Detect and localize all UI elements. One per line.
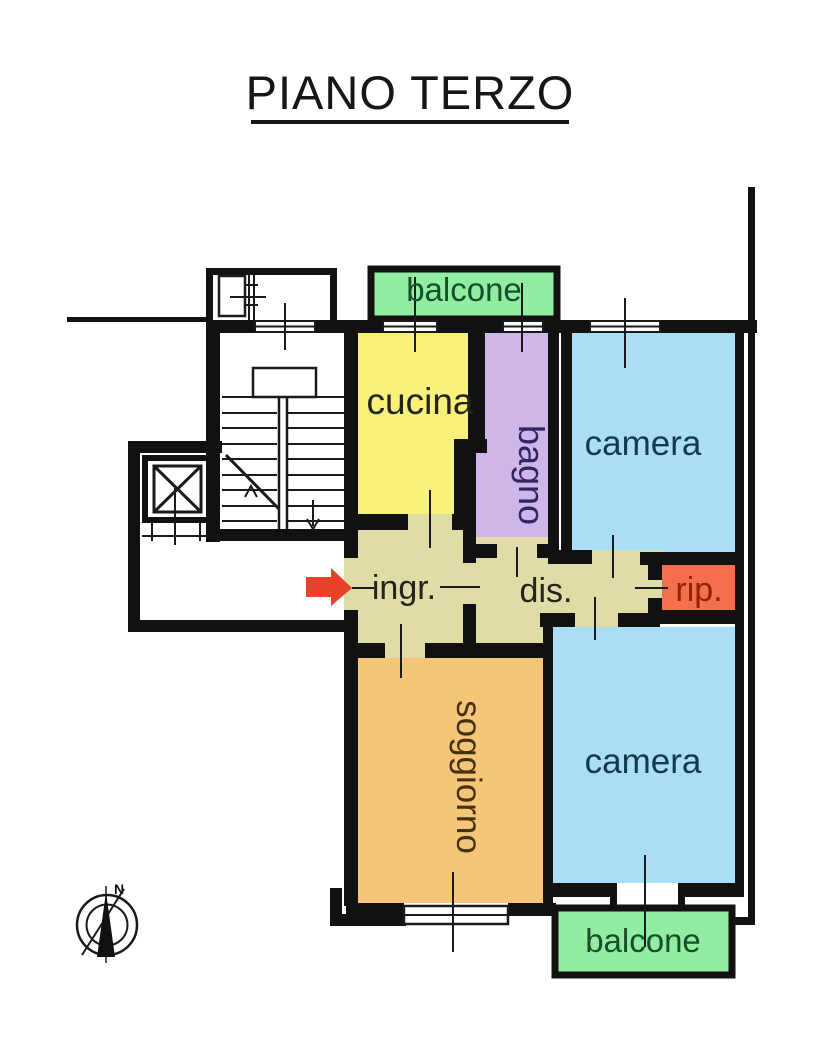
title-underline xyxy=(251,120,569,124)
stair-break-line xyxy=(224,453,281,511)
room-soggiorno xyxy=(358,658,543,903)
walls xyxy=(67,187,757,926)
compass-north-label: N xyxy=(114,881,124,897)
label-disimpegno: dis. xyxy=(520,572,573,610)
room-bagno xyxy=(476,333,548,550)
room-ingresso xyxy=(351,514,463,650)
page-title: PIANO TERZO xyxy=(246,66,575,119)
boundary-line-left xyxy=(67,317,210,322)
stair-steps-left xyxy=(222,396,277,522)
boundary-line-right xyxy=(748,187,755,925)
stair-steps-right xyxy=(288,396,344,522)
stair-down-arrow-icon xyxy=(306,518,320,531)
elevator xyxy=(142,455,212,541)
label-ingresso: ingr. xyxy=(372,569,436,607)
entrance-arrow xyxy=(306,568,374,606)
label-camera-bottom: camera xyxy=(585,742,702,781)
label-camera-top: camera xyxy=(585,424,702,463)
window-soggiorno xyxy=(402,904,510,926)
door-camera-bottom xyxy=(575,611,618,627)
door-entrance xyxy=(344,558,358,612)
room-cucina xyxy=(358,333,468,514)
dimension-ticks xyxy=(174,277,668,952)
compass-icon: N xyxy=(75,881,139,963)
label-ripostiglio: rip. xyxy=(675,571,722,609)
room-camera-top xyxy=(572,333,735,552)
entrance-arrow-icon xyxy=(306,568,352,606)
room-balcone-top xyxy=(367,265,561,323)
label-bagno: bagno xyxy=(511,425,552,525)
room-camera-bottom xyxy=(553,627,735,883)
label-balcone-top: balcone xyxy=(406,271,522,308)
boundary-foot xyxy=(735,917,755,925)
room-labels: balcone cucina bagno camera ingr. dis. r… xyxy=(367,271,723,959)
label-cucina: cucina xyxy=(367,381,474,422)
label-soggiorno: soggiorno xyxy=(449,700,488,854)
shaft-detail xyxy=(217,273,266,320)
stairs xyxy=(222,366,344,531)
room-ripostiglio xyxy=(662,565,735,610)
stair-up-arrow-icon xyxy=(244,483,258,498)
label-balcone-bottom: balcone xyxy=(585,922,701,959)
room-balcone-bottom xyxy=(551,904,736,979)
window-cucina xyxy=(382,320,438,333)
door-soggiorno xyxy=(383,640,425,660)
stairwell-opening xyxy=(251,366,318,399)
